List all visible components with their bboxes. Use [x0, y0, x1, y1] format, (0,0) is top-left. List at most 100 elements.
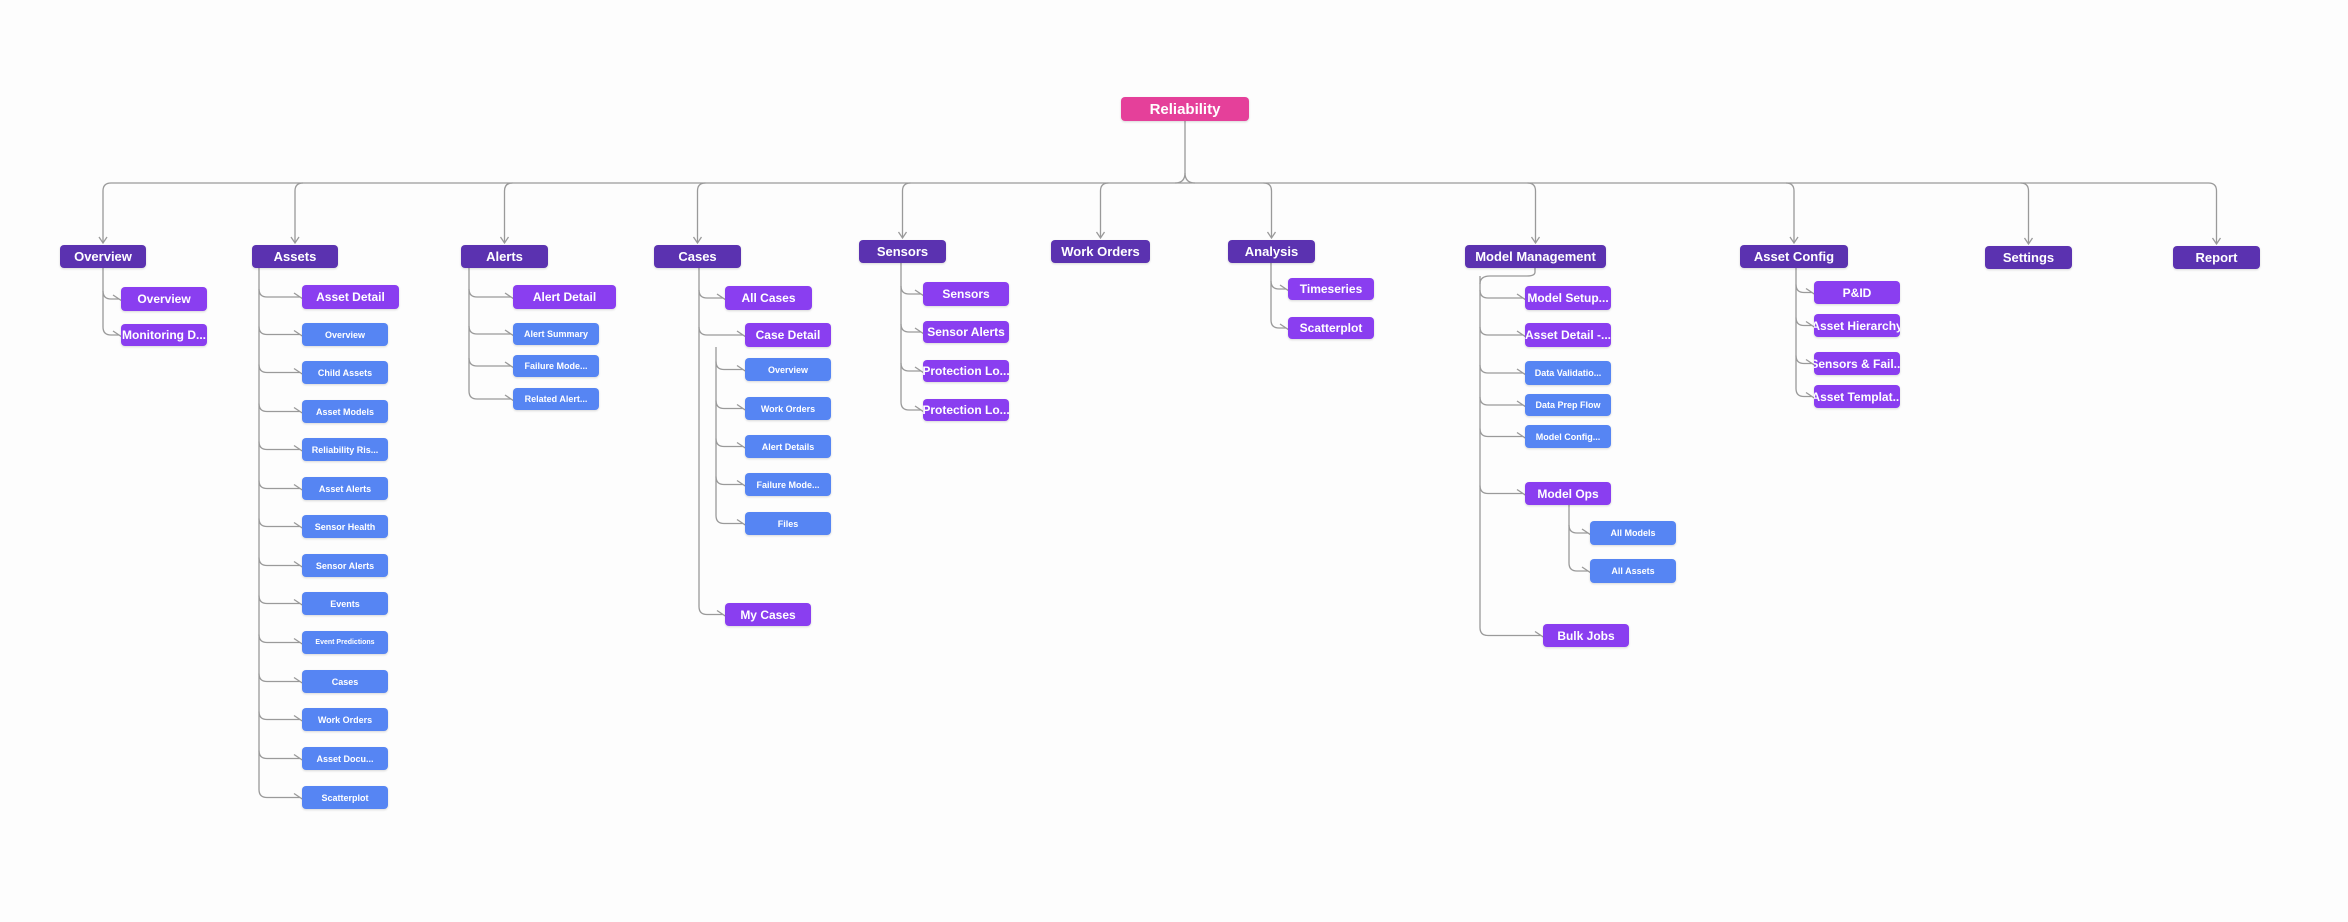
page-case-detail[interactable]: Case Detail — [745, 323, 831, 347]
connector-line — [1479, 428, 1523, 438]
page-asset-templat[interactable]: Asset Templat... — [1814, 385, 1900, 408]
page-protection-lo[interactable]: Protection Lo... — [923, 399, 1009, 421]
subpage-all-models[interactable]: All Models — [1590, 521, 1676, 545]
subpage-work-orders[interactable]: Work Orders — [302, 708, 388, 731]
node-label: Case Detail — [755, 328, 821, 342]
section-assetconfig[interactable]: Asset Config — [1740, 245, 1848, 268]
node-label: P&ID — [1842, 285, 1872, 300]
node-label: Child Assets — [317, 367, 373, 378]
connector-line — [715, 438, 743, 448]
page-overview[interactable]: Overview — [121, 287, 207, 311]
subpage-overview[interactable]: Overview — [302, 323, 388, 346]
node-label: Reliability — [1149, 100, 1221, 118]
page-asset-hierarchy[interactable]: Asset Hierarchy — [1814, 314, 1900, 337]
node-label: Sensors — [876, 244, 929, 259]
page-asset-detail[interactable]: Asset Detail — [302, 285, 399, 309]
node-label: All Assets — [1611, 566, 1655, 576]
page-sensor-alerts[interactable]: Sensor Alerts — [923, 321, 1009, 343]
section-alerts[interactable]: Alerts — [461, 245, 548, 268]
root-node-reliability[interactable]: Reliability — [1121, 97, 1249, 121]
subpage-all-assets[interactable]: All Assets — [1590, 559, 1676, 583]
section-modelmgmt[interactable]: Model Management — [1465, 245, 1606, 268]
page-asset-detail[interactable]: Asset Detail -... — [1525, 323, 1611, 347]
page-all-cases[interactable]: All Cases — [725, 286, 812, 310]
section-workorders[interactable]: Work Orders — [1051, 240, 1150, 263]
connector-line — [1479, 627, 1541, 637]
subpage-event-predictions[interactable]: Event Predictions — [302, 631, 388, 654]
subpage-data-validatio[interactable]: Data Validatio... — [1525, 361, 1611, 385]
page-timeseries[interactable]: Timeseries — [1288, 278, 1374, 300]
connector-line — [1184, 121, 1196, 184]
node-label: Overview — [767, 364, 809, 375]
node-label: Alert Summary — [523, 329, 589, 339]
node-label: My Cases — [740, 607, 796, 622]
node-label: Work Orders — [317, 714, 373, 725]
page-model-ops[interactable]: Model Ops — [1525, 482, 1611, 505]
subpage-work-orders[interactable]: Work Orders — [745, 397, 831, 420]
node-label: Model Management — [1475, 249, 1596, 264]
subpage-cases[interactable]: Cases — [302, 670, 388, 693]
subpage-scatterplot[interactable]: Scatterplot — [302, 786, 388, 809]
page-p-id[interactable]: P&ID — [1814, 281, 1900, 304]
subpage-overview[interactable]: Overview — [745, 358, 831, 381]
node-label: Scatterplot — [321, 792, 369, 803]
node-label: Alert Detail — [532, 290, 597, 304]
section-settings[interactable]: Settings — [1985, 246, 2072, 269]
node-label: Asset Hierarchy — [1814, 318, 1900, 333]
connector-line — [900, 362, 921, 372]
subpage-asset-alerts[interactable]: Asset Alerts — [302, 477, 388, 500]
connector-line — [102, 326, 119, 336]
node-label: Alert Details — [761, 441, 815, 452]
subpage-events[interactable]: Events — [302, 592, 388, 615]
node-label: Failure Mode... — [756, 479, 820, 490]
subpage-sensor-alerts[interactable]: Sensor Alerts — [302, 554, 388, 577]
subpage-alert-summary[interactable]: Alert Summary — [513, 323, 599, 345]
subpage-asset-models[interactable]: Asset Models — [302, 400, 388, 423]
connector-line — [1263, 182, 1273, 238]
subpage-reliability-ris[interactable]: Reliability Ris... — [302, 438, 388, 461]
node-label: Overview — [74, 249, 132, 264]
connector-line — [503, 182, 513, 243]
page-sensors-fail[interactable]: Sensors & Fail... — [1814, 352, 1900, 375]
subpage-failure-mode[interactable]: Failure Mode... — [513, 355, 599, 377]
node-label: Related Alert... — [524, 394, 588, 404]
section-cases[interactable]: Cases — [654, 245, 741, 268]
connector-line — [468, 325, 511, 335]
connector-line — [258, 326, 300, 336]
subpage-data-prep-flow[interactable]: Data Prep Flow — [1525, 394, 1611, 416]
subpage-asset-docu[interactable]: Asset Docu... — [302, 747, 388, 770]
connector-line — [258, 364, 300, 374]
node-label: Sensor Alerts — [315, 560, 375, 571]
subpage-child-assets[interactable]: Child Assets — [302, 361, 388, 384]
page-alert-detail[interactable]: Alert Detail — [513, 285, 616, 309]
node-label: Asset Detail -... — [1525, 328, 1611, 342]
page-my-cases[interactable]: My Cases — [725, 603, 811, 626]
connector-line — [1795, 388, 1812, 398]
page-protection-lo[interactable]: Protection Lo... — [923, 360, 1009, 382]
subpage-sensor-health[interactable]: Sensor Health — [302, 515, 388, 538]
page-bulk-jobs[interactable]: Bulk Jobs — [1543, 624, 1629, 647]
page-scatterplot[interactable]: Scatterplot — [1288, 317, 1374, 339]
connector-line — [2020, 182, 2030, 244]
connector-line — [900, 401, 921, 411]
connector-line — [258, 518, 300, 528]
node-label: Alerts — [486, 249, 523, 264]
page-model-setup[interactable]: Model Setup... — [1525, 286, 1611, 310]
page-monitoring-d[interactable]: Monitoring D... — [121, 324, 207, 346]
subpage-failure-mode[interactable]: Failure Mode... — [745, 473, 831, 496]
section-report[interactable]: Report — [2173, 246, 2260, 269]
node-label: Model Setup... — [1527, 291, 1609, 305]
page-sensors[interactable]: Sensors — [923, 282, 1009, 306]
section-sensors[interactable]: Sensors — [859, 240, 946, 263]
section-assets[interactable]: Assets — [252, 245, 338, 268]
subpage-model-config[interactable]: Model Config... — [1525, 425, 1611, 448]
subpage-related-alert[interactable]: Related Alert... — [513, 388, 599, 410]
connector-line — [698, 606, 723, 616]
connector-line — [258, 750, 300, 760]
section-analysis[interactable]: Analysis — [1228, 240, 1315, 263]
section-overview[interactable]: Overview — [60, 245, 146, 268]
subpage-files[interactable]: Files — [745, 512, 831, 535]
subpage-alert-details[interactable]: Alert Details — [745, 435, 831, 458]
